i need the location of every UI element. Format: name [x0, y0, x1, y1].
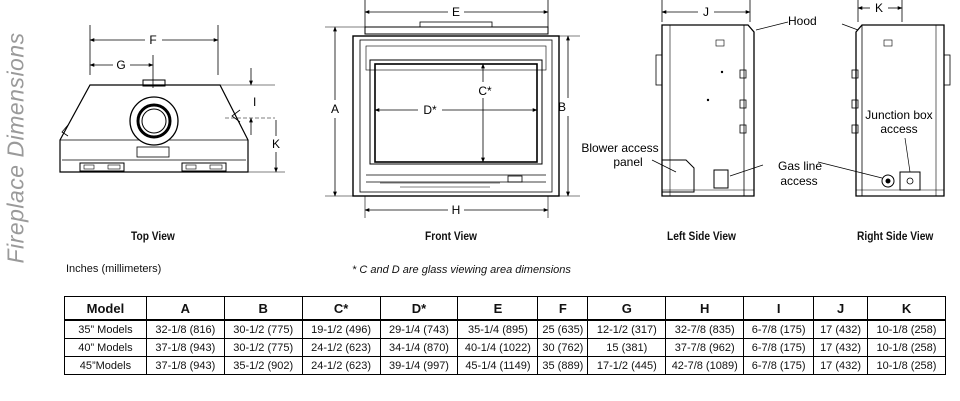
- header-cell: J: [813, 296, 869, 321]
- header-cell: I: [743, 296, 815, 321]
- gas-callout-line1: Gas line: [778, 159, 822, 173]
- front-view-label: Front View: [425, 229, 477, 243]
- header-cell: Model: [64, 296, 147, 321]
- glass-note: * C and D are glass viewing area dimensi…: [352, 264, 571, 276]
- table-cell: 17-1/2 (445): [587, 356, 667, 375]
- table-cell: 40-1/4 (1022): [457, 338, 539, 357]
- table-cell: 30 (762): [537, 338, 589, 357]
- table-cell: 39-1/4 (997): [379, 356, 459, 375]
- header-cell: K: [867, 296, 946, 321]
- dim-label-e: E: [452, 5, 460, 19]
- table-cell: 35” Models: [64, 319, 147, 339]
- left-side-view-label: Left Side View: [667, 229, 736, 243]
- header-cell: F: [537, 296, 589, 321]
- gas-callout-line2: access: [780, 174, 817, 188]
- table-cell: 37-1/8 (943): [145, 356, 225, 375]
- table-cell: 45”Models: [64, 356, 147, 375]
- table-row: 40” Models 37-1/8 (943) 30-1/2 (775) 24-…: [64, 338, 946, 357]
- dim-label-g: G: [116, 58, 125, 72]
- dim-label-f: F: [149, 33, 156, 47]
- table-cell: 10-1/8 (258): [867, 338, 946, 357]
- front-view-drawing: E C* D*: [325, 0, 580, 218]
- dimensions-table: Model A B C* D* E F G H I J K 35” Models…: [64, 296, 946, 375]
- dim-label-b: B: [558, 100, 566, 114]
- table-cell: 17 (432): [813, 319, 869, 339]
- table-cell: 42-7/8 (1089): [665, 356, 745, 375]
- dim-label-a: A: [331, 102, 339, 116]
- hood-callout: Hood: [788, 14, 817, 28]
- table-cell: 30-1/2 (775): [223, 338, 303, 357]
- dim-label-h: H: [452, 203, 461, 217]
- dim-label-j: J: [703, 5, 709, 19]
- dim-label-d: D*: [423, 103, 437, 117]
- header-cell: E: [457, 296, 539, 321]
- right-side-view-drawing: K Junction box access: [817, 0, 951, 197]
- table-cell: 35-1/2 (902): [223, 356, 303, 375]
- table-cell: 12-1/2 (317): [587, 319, 667, 339]
- header-cell: H: [665, 296, 745, 321]
- blower-callout-line1: Blower access: [581, 141, 658, 155]
- fireplace-drawings: F G I: [59, 0, 951, 218]
- header-cell: G: [587, 296, 667, 321]
- dim-label-i: I: [253, 95, 256, 109]
- table-cell: 35 (889): [537, 356, 589, 375]
- table-cell: 32-7/8 (835): [665, 319, 745, 339]
- table-cell: 45-1/4 (1149): [457, 356, 539, 375]
- table-cell: 17 (432): [813, 356, 869, 375]
- table-row: 35” Models 32-1/8 (816) 30-1/2 (775) 19-…: [64, 319, 946, 339]
- table-cell: 37-1/8 (943): [145, 338, 225, 357]
- dim-label-k-top: K: [272, 137, 280, 151]
- junction-callout-line1: Junction box: [865, 108, 932, 122]
- table-cell: 35-1/4 (895): [457, 319, 539, 339]
- table-cell: 6-7/8 (175): [743, 319, 815, 339]
- top-view-drawing: F G I: [59, 25, 285, 173]
- table-cell: 34-1/4 (870): [379, 338, 459, 357]
- table-row: 45”Models 37-1/8 (943) 35-1/2 (902) 24-1…: [64, 356, 946, 375]
- header-cell: D*: [379, 296, 459, 321]
- top-view-label: Top View: [131, 229, 175, 243]
- table-cell: 6-7/8 (175): [743, 356, 815, 375]
- units-note: Inches (millimeters): [66, 263, 162, 275]
- right-side-view-label: Right Side View: [857, 229, 934, 243]
- table-cell: 25 (635): [537, 319, 589, 339]
- dim-label-c: C*: [478, 84, 492, 98]
- table-cell: 10-1/8 (258): [867, 356, 946, 375]
- table-cell: 37-7/8 (962): [665, 338, 745, 357]
- table-cell: 40” Models: [64, 338, 147, 357]
- junction-callout-line2: access: [880, 122, 917, 136]
- table-header-row: Model A B C* D* E F G H I J K: [64, 296, 946, 321]
- table-cell: 17 (432): [813, 338, 869, 357]
- left-side-view-drawing: J Hood Blower access panel Gas line acce…: [581, 0, 822, 197]
- header-cell: A: [145, 296, 225, 321]
- table-cell: 10-1/8 (258): [867, 319, 946, 339]
- table-cell: 15 (381): [587, 338, 667, 357]
- table-cell: 32-1/8 (816): [145, 319, 225, 339]
- dim-label-k-side: K: [875, 1, 883, 15]
- table-cell: 30-1/2 (775): [223, 319, 303, 339]
- table-cell: 6-7/8 (175): [743, 338, 815, 357]
- blower-callout-line2: panel: [613, 155, 642, 169]
- table-cell: 19-1/2 (496): [301, 319, 381, 339]
- table-cell: 24-1/2 (623): [301, 338, 381, 357]
- table-cell: 29-1/4 (743): [379, 319, 459, 339]
- header-cell: C*: [301, 296, 381, 321]
- table-cell: 24-1/2 (623): [301, 356, 381, 375]
- header-cell: B: [223, 296, 303, 321]
